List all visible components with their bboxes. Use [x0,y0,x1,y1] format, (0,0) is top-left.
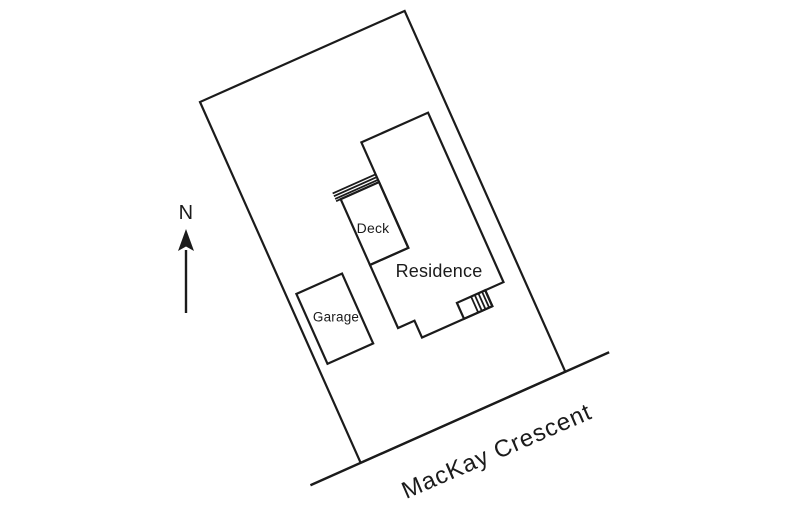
stairs-hatch-lines [470,291,490,313]
north-arrow-icon [178,229,194,313]
north-label: N [178,202,194,224]
deck-hatch-lines [332,173,380,203]
garage-outline [294,272,375,366]
deck-label: Deck [356,220,390,236]
street-line [309,351,610,487]
garage-label: Garage [312,309,360,325]
residence-label: Residence [395,261,483,281]
